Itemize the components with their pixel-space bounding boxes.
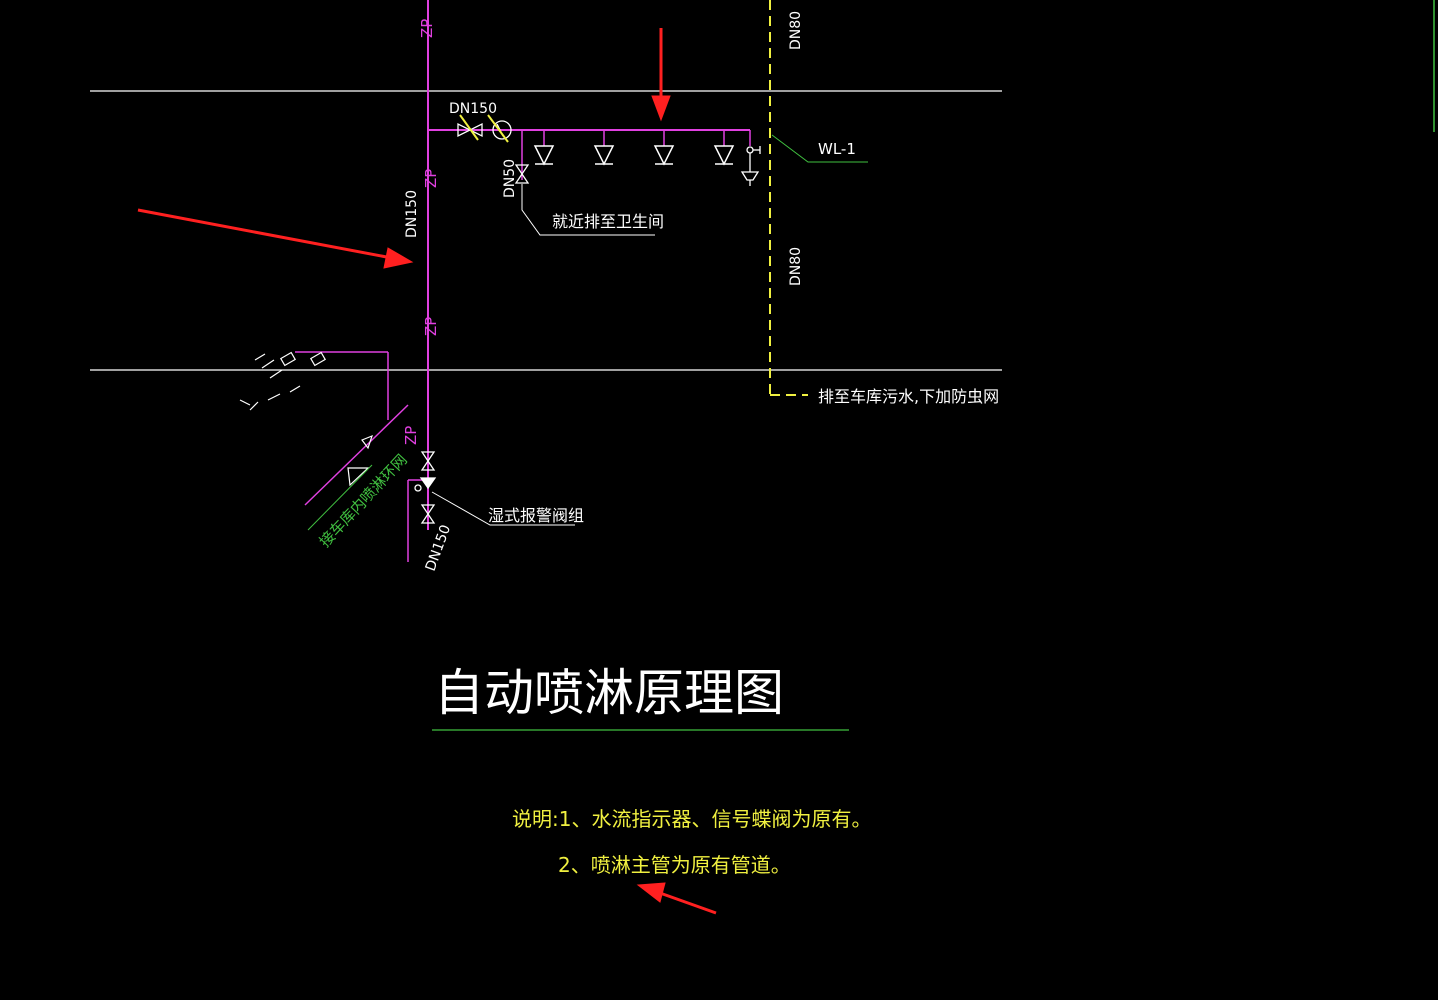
label-zp-3: ZP xyxy=(402,426,420,445)
gate-valve-icon xyxy=(457,122,483,138)
label-drain-toilet: 就近排至卫生间 xyxy=(552,212,664,231)
label-zp-top: ZP xyxy=(418,19,436,38)
label-drain-garage: 排至车库污水,下加防虫网 xyxy=(818,387,999,406)
label-connect-loop: 接车库内喷淋环网 xyxy=(316,451,411,551)
label-alarm-valve: 湿式报警阀组 xyxy=(488,506,584,525)
label-dn50: DN50 xyxy=(502,159,518,198)
label-dn150-branch: DN150 xyxy=(449,101,497,117)
diagram-title: 自动喷淋原理图 xyxy=(434,664,784,722)
sprinkler-drops xyxy=(543,130,751,146)
label-dn80-top: DN80 xyxy=(788,11,804,50)
misc-valve-symbols xyxy=(239,351,327,411)
leader-loop-green xyxy=(307,464,373,531)
note-line-2: 2、喷淋主管为原有管道。 xyxy=(558,853,791,877)
note-line-1: 说明:1、水流指示器、信号蝶阀为原有。 xyxy=(512,807,871,831)
loop-valves xyxy=(347,434,373,487)
label-dn150-main: DN150 xyxy=(404,190,420,238)
label-wl1: WL-1 xyxy=(818,140,856,158)
red-arrow-icon xyxy=(137,28,717,915)
label-zp-1: ZP xyxy=(422,169,440,188)
valve-slash xyxy=(459,114,479,141)
label-dn80-mid: DN80 xyxy=(788,247,804,286)
flow-indicator-slash xyxy=(487,114,509,143)
label-dn150-bottom: DN150 xyxy=(423,523,454,574)
leader-wl1 xyxy=(771,134,868,163)
end-test-valve-icon xyxy=(740,146,761,186)
wet-alarm-valve-icon xyxy=(414,451,437,524)
sprinkler-head-icon xyxy=(533,145,735,166)
label-zp-2: ZP xyxy=(422,317,440,336)
leader-alarm-valve xyxy=(431,491,575,526)
loop-connection-pipes xyxy=(295,351,428,562)
drain-valve-icon xyxy=(514,164,530,184)
leader-drain-toilet xyxy=(521,184,655,236)
